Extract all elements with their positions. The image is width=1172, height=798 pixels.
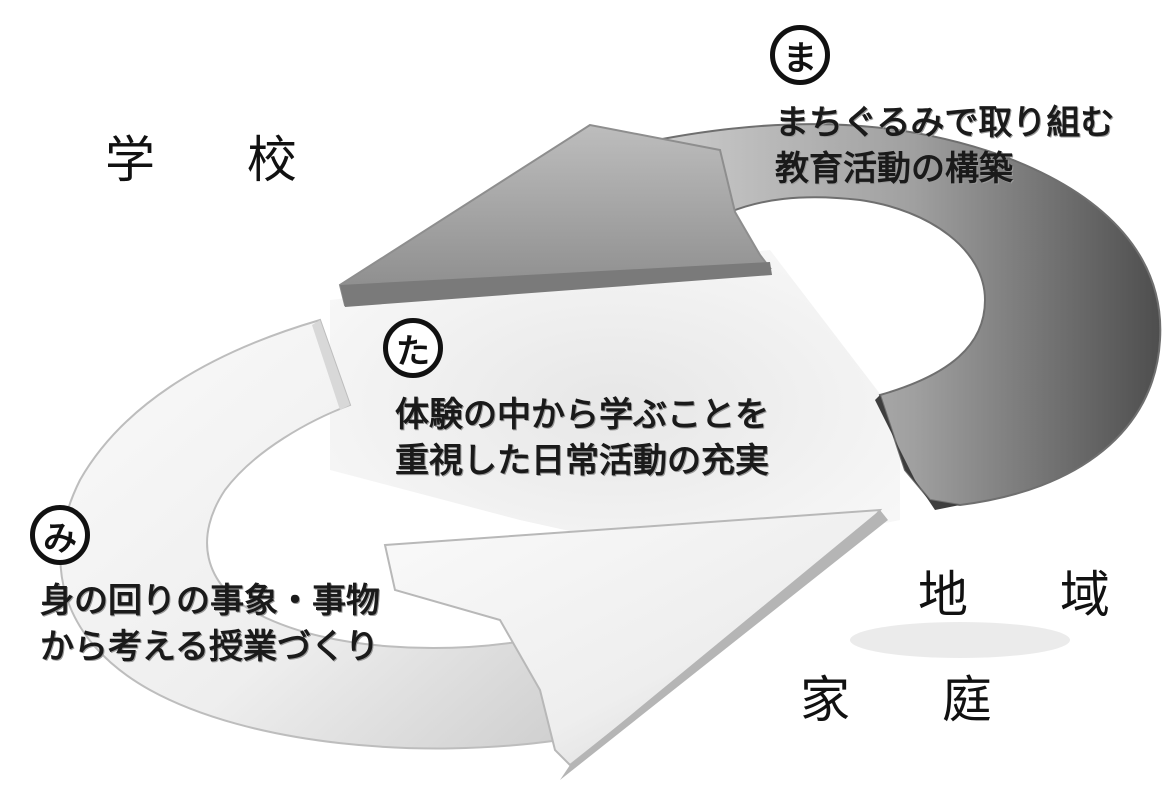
badge-mi-icon: み	[30, 505, 90, 565]
item-ta-line1: 体験の中から学ぶことを	[395, 395, 769, 435]
school-label: 学 校	[105, 131, 335, 189]
badge-ta-icon: た	[383, 318, 443, 378]
item-mi-line2: から考える授業づくり	[40, 627, 379, 667]
arrow-shadow	[850, 622, 1070, 658]
family-label: 家 庭	[800, 671, 1030, 729]
community-label: 地 域	[918, 566, 1148, 624]
item-mi-line1: 身の回りの事象・事物	[40, 581, 380, 621]
item-mi-text: 身の回りの事象・事物 から考える授業づくり	[40, 578, 380, 670]
dark-arrow-body	[607, 123, 1162, 507]
light-arrow-tail-edge	[312, 320, 350, 410]
item-ma-line1: まちぐるみで取り組む	[775, 103, 1115, 143]
dark-arrow-head-edge	[340, 262, 772, 307]
light-arrow-head-edge	[560, 510, 888, 780]
badge-ma-icon: ま	[770, 25, 830, 85]
item-ma-text: まちぐるみで取り組む 教育活動の構築	[775, 100, 1114, 192]
dark-arrow-end-face	[875, 395, 960, 510]
light-arrow-body	[59, 318, 562, 750]
center-shaded-area	[330, 250, 900, 560]
item-ma-line2: 教育活動の構築	[775, 149, 1013, 189]
item-ta-line2: 重視した日常活動の充実	[395, 441, 769, 481]
item-ta-text: 体験の中から学ぶことを 重視した日常活動の充実	[395, 392, 769, 484]
